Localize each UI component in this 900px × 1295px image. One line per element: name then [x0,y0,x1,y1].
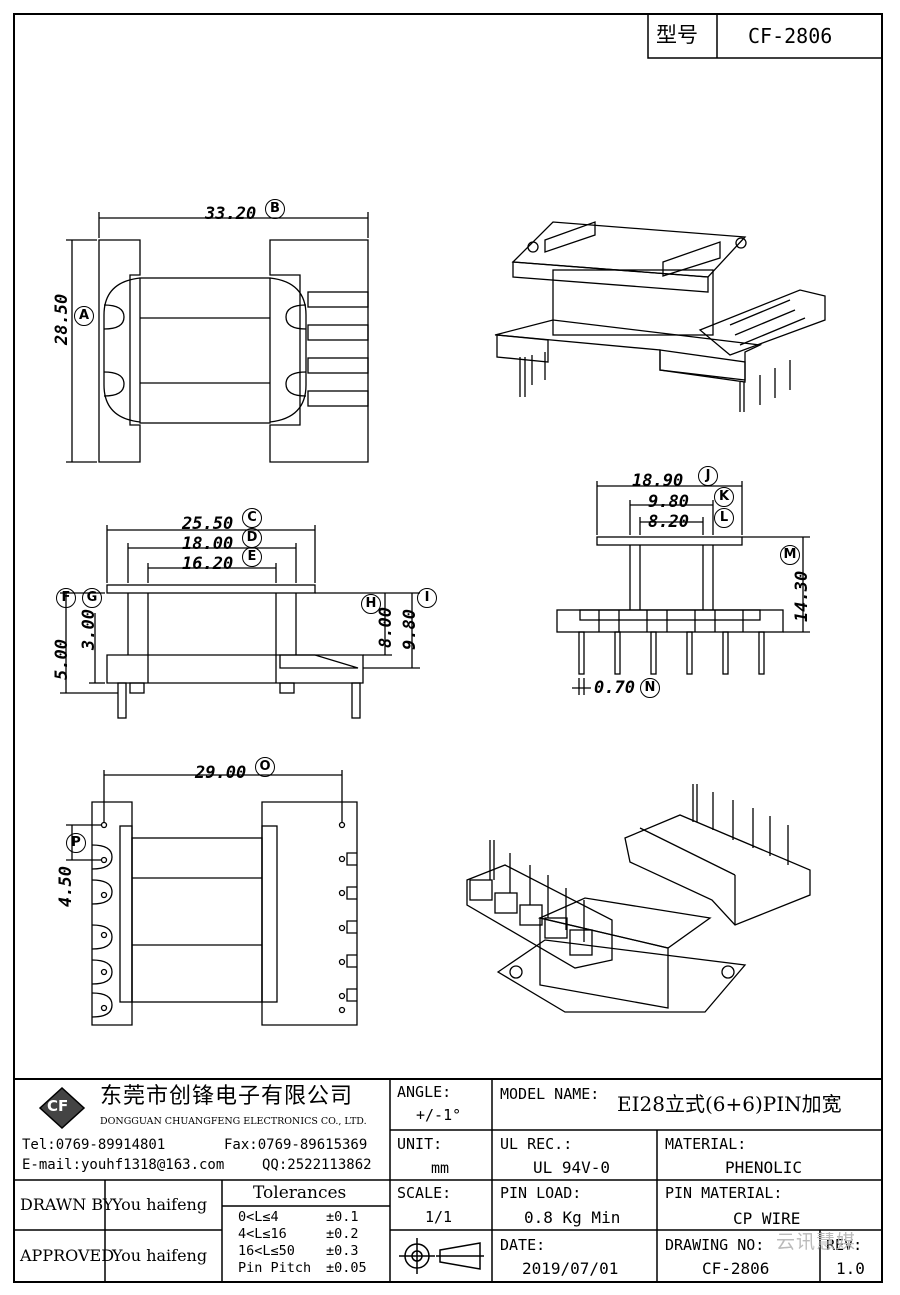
company-fax: Fax:0769-89615369 [224,1137,368,1153]
dim-I-tag: I [417,588,437,608]
iso-view-upper [494,221,826,412]
dim-C-value: 25.50 [182,514,234,534]
tolerance-range: Pin Pitch [238,1260,312,1276]
angle-value: +/-1° [416,1106,462,1124]
bottom-view [66,770,358,1026]
dim-L-value: 8.20 [648,512,689,532]
tolerance-range: 16<L≤50 [238,1243,295,1259]
dim-D-value: 18.00 [182,534,234,554]
material-value: PHENOLIC [725,1158,803,1177]
front-view [60,525,420,719]
dim-C-tag: C [242,508,262,528]
ul-rec-value: UL 94V-0 [533,1158,611,1177]
watermark: 云讯慧媒 [776,1231,857,1253]
dim-F-value: 5.00 [52,639,72,680]
date-value: 2019/07/01 [522,1259,619,1278]
model-label: 型号 [656,23,698,47]
company-tel: Tel:0769-89914801 [22,1137,166,1153]
tolerance-range: 4<L≤16 [238,1226,287,1242]
unit-label: UNIT: [397,1135,443,1153]
drawing-no-label: DRAWING NO: [665,1236,765,1254]
dim-K-tag: K [714,487,734,507]
iso-view-lower [466,784,811,1013]
tolerance-value: ±0.2 [326,1226,359,1242]
pin-load-label: PIN LOAD: [500,1184,582,1202]
dim-G-value: 3.00 [79,609,99,650]
company-qq: QQ:2522113862 [262,1157,372,1173]
pin-material-value: CP WIRE [733,1209,801,1228]
top-view [66,212,369,463]
dim-D-tag: D [242,528,262,548]
approved-label: APPROVED [20,1246,115,1265]
company-name-cn: 东莞市创锋电子有限公司 [100,1084,354,1109]
dim-A-tag: A [74,306,94,326]
dim-O-value: 29.00 [195,763,247,783]
company-logo: CF [47,1097,69,1115]
pin-load-value: 0.8 Kg Min [524,1208,621,1227]
model-box [647,13,883,59]
company-name-en: DONGGUAN CHUANGFENG ELECTRONICS CO., LTD… [100,1116,367,1127]
drawn-by-value: You haifeng [112,1195,208,1214]
dim-A-value: 28.50 [52,293,72,345]
dim-P-tag: P [66,833,86,853]
dim-L-tag: L [714,508,734,528]
dim-K-value: 9.80 [648,492,689,512]
rev-value: 1.0 [836,1259,865,1278]
scale-value: 1/1 [425,1208,453,1226]
tolerance-range: 0<L≤4 [238,1209,279,1225]
dim-N-tag: N [640,678,660,698]
dim-H-value: 8.00 [376,607,396,648]
tolerance-value: ±0.1 [326,1209,359,1225]
dim-N-value: 0.70 [594,678,635,698]
pin-material-label: PIN MATERIAL: [665,1184,783,1202]
dim-M-value: 14.30 [792,570,812,622]
tolerances-title: Tolerances [253,1183,347,1203]
unit-value: mm [431,1159,450,1177]
ul-rec-label: UL REC.: [500,1135,573,1153]
model-number: CF-2806 [748,24,833,48]
scale-label: SCALE: [397,1184,452,1202]
dim-O-tag: O [255,757,275,777]
approved-value: You haifeng [112,1246,208,1265]
tolerance-value: ±0.3 [326,1243,359,1259]
date-label: DATE: [500,1236,546,1254]
model-name-label: MODEL NAME: [500,1085,600,1103]
dim-E-value: 16.20 [182,554,234,574]
dim-B-value: 33.20 [205,204,257,224]
model-name-value: EI28立式(6+6)PIN加宽 [617,1092,842,1116]
dim-B-tag: B [265,199,285,219]
logo-diamond [38,1086,86,1130]
dim-G-tag: G [82,588,102,608]
material-label: MATERIAL: [665,1135,747,1153]
dim-E-tag: E [242,547,262,567]
company-email: E-mail:youhf1318@163.com [22,1157,225,1173]
dim-H-tag: H [361,594,381,614]
angle-label: ANGLE: [397,1083,452,1101]
dim-M-tag: M [780,545,800,565]
rev-label: REV: [826,1236,863,1254]
drawn-by-label: DRAWN BY [20,1195,114,1214]
dim-I-value: 9.80 [400,609,420,650]
dim-J-value: 18.90 [632,471,684,491]
dim-P-value: 4.50 [56,866,76,907]
tolerance-value: ±0.05 [326,1260,367,1276]
side-view [556,481,810,695]
sheet-border [13,13,883,1283]
drawing-no-value: CF-2806 [702,1259,770,1278]
dim-J-tag: J [698,466,718,486]
title-block-grid [14,1078,882,1282]
dim-F-tag: F [56,588,76,608]
